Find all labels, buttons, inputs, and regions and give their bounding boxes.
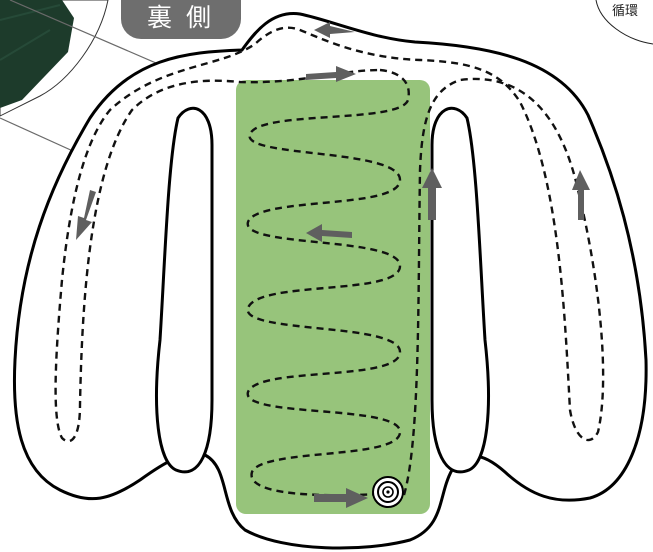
- circulation-label: 循環: [612, 0, 638, 19]
- fan-icon: [373, 477, 403, 507]
- back-side-badge: 裏側: [121, 0, 241, 39]
- inset-photo: [0, 0, 108, 116]
